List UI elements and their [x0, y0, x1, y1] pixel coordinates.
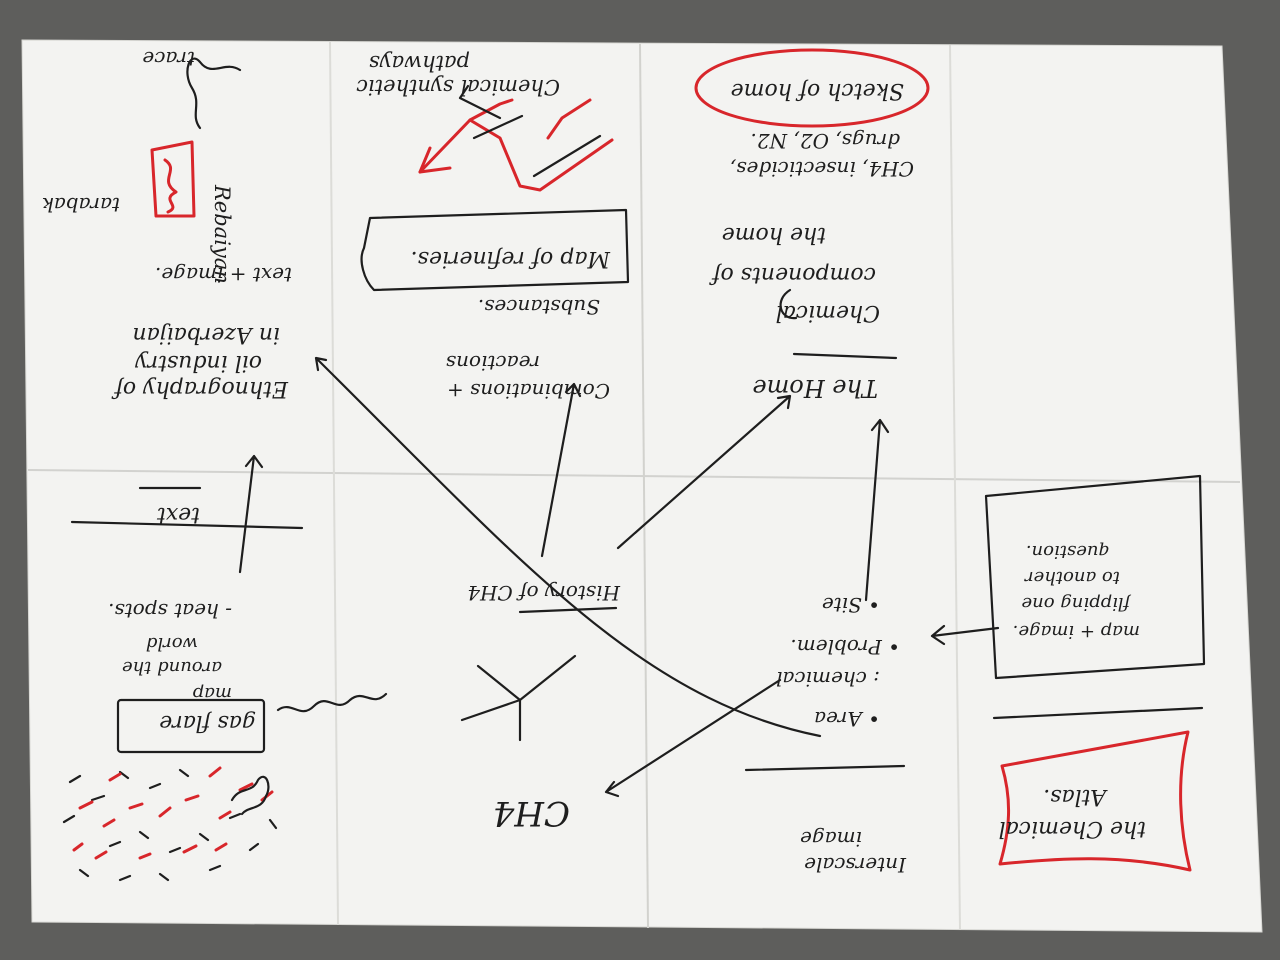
map-image-box: [984, 474, 1206, 680]
text-text-image: text + image.: [155, 263, 292, 287]
red-scribble-figure: [150, 140, 196, 218]
text-gas-flare: gas flare: [159, 710, 256, 735]
text-heat-spots: - heat spots.: [108, 599, 232, 623]
underline-history: [518, 606, 618, 614]
text-interscale-1: Interscale: [804, 853, 907, 877]
trace-squiggle: [186, 57, 242, 130]
text-map-around-2: around the: [122, 657, 222, 678]
text-map-around-3: world: [146, 633, 198, 654]
text-interscale-2: image: [800, 827, 862, 851]
text-substances: Substances.: [478, 295, 600, 319]
text-chemical-atlas-2: Atlas.: [1043, 784, 1108, 809]
sketch-of-home-oval: [694, 48, 930, 128]
text-map-around-1: map: [192, 683, 232, 704]
text-chemical-atlas-1: the Chemical: [999, 816, 1146, 841]
text-chemical-components-3: the home: [722, 222, 826, 247]
text-chemical-components-1: Chemical: [776, 300, 880, 325]
fold-line-vertical-2: [639, 43, 649, 929]
text-ethnography-2: oil industry: [135, 350, 262, 375]
text-ethnography-3: in Azerbaijan: [132, 322, 280, 347]
text-bullet-area: • Area: [814, 707, 880, 731]
gas-flare-box: [116, 698, 266, 754]
fold-line-horizontal: [27, 469, 1241, 483]
text-history-ch4: History of CH4: [467, 581, 621, 605]
text-map-image-2: flipping one: [1022, 593, 1132, 614]
arrow-long-diagonal: [314, 356, 822, 738]
text-chemical-components-2: components of: [709, 262, 876, 287]
chemical-atlas-frame: [998, 730, 1192, 872]
text-map-of-refineries: Map of refineries.: [411, 246, 611, 271]
panel-divider-left: [70, 520, 304, 530]
wavy-lines-sketch: [276, 692, 388, 713]
text-map-image-1: map + image.: [1013, 621, 1140, 642]
branch-y-sketch: [460, 654, 577, 742]
text-sketch-of-home: Sketch of home: [731, 78, 904, 103]
text-chemical-pathways-1: Chemical synthetic: [356, 75, 560, 99]
flare-cluster: [230, 775, 270, 816]
text-bullet-chemical: : chemical: [776, 667, 880, 691]
text-ch4: CH4: [493, 793, 570, 833]
text-combinations-2: reactions: [446, 351, 540, 375]
map-of-refineries-box: [360, 208, 630, 292]
text-ethnography-1: Ethnography of: [111, 376, 289, 401]
fold-line-vertical-3: [949, 44, 961, 931]
arrow-to-the-home: [616, 394, 792, 550]
bracket-components: [779, 288, 798, 320]
text-combinations-1: Combinations +: [447, 379, 610, 403]
text-ch4-list-2: drugs, O2, N2.: [751, 129, 900, 153]
arrow-to-ch4: [604, 678, 782, 798]
arrow-up-ethnography: [238, 454, 264, 574]
text-the-home: The Home: [752, 374, 878, 402]
arrow-to-combinations: [540, 382, 582, 558]
scattered-dashes-sketch: [62, 766, 278, 882]
text-ch4-list-1: CH4, insecticides,: [730, 157, 914, 181]
divider-interscale: [744, 764, 906, 772]
arrow-up-the-home: [864, 418, 890, 602]
divider-right: [992, 706, 1204, 720]
text-bullet-problem: • Problem.: [790, 635, 900, 659]
text-text-label: text: [157, 502, 200, 527]
arrow-box-to-problem: [930, 624, 1000, 646]
text-trace: trace: [142, 47, 195, 71]
divider-the-home: [792, 352, 898, 360]
text-tarabak: tarabak: [42, 193, 120, 217]
text-rebaiyan: Rebaiyan: [210, 184, 234, 284]
red-pathway-arrows: [418, 84, 614, 192]
fold-line-vertical-1: [329, 41, 339, 926]
text-chemical-pathways-2: pathways: [369, 51, 470, 75]
text-map-image-4: question.: [1026, 541, 1110, 562]
text-map-image-3: to another: [1024, 567, 1120, 588]
text-bullet-site: • Site: [822, 593, 880, 617]
